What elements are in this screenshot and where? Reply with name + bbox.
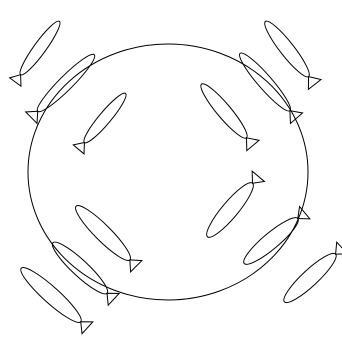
fish-body	[16, 18, 65, 78]
circle-icon	[28, 44, 308, 300]
fish-icon	[201, 171, 264, 242]
fish-body	[16, 262, 86, 327]
fish-icon	[70, 200, 141, 271]
fish-body	[201, 178, 258, 242]
fish-body	[196, 80, 252, 143]
fish-icon	[26, 49, 100, 123]
fish-body	[279, 248, 341, 307]
fish-tail	[124, 254, 142, 272]
fish-icon	[259, 16, 321, 89]
fish-icon	[73, 89, 131, 154]
fish-tail	[240, 133, 259, 151]
fish-tail	[75, 316, 92, 334]
fish-tail	[10, 71, 27, 87]
fish-icon	[10, 17, 65, 86]
fish-tail	[73, 138, 90, 154]
fish-body	[80, 90, 130, 147]
fish-icon	[279, 242, 342, 308]
fish-tail	[246, 171, 264, 188]
fish-body	[260, 17, 314, 81]
fish-icon	[47, 237, 119, 305]
fish-body	[33, 50, 99, 116]
fish-tail	[293, 207, 310, 225]
fish-tail	[102, 287, 119, 305]
fish-body	[239, 212, 303, 269]
fish-icon	[195, 79, 259, 151]
fish-body	[70, 200, 135, 265]
fish-tail	[302, 72, 321, 90]
fish-tail	[26, 106, 44, 124]
